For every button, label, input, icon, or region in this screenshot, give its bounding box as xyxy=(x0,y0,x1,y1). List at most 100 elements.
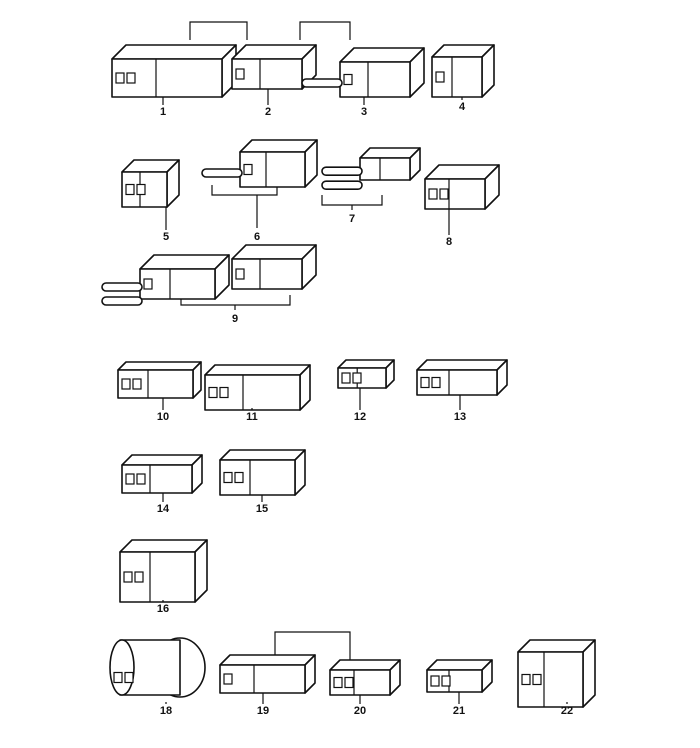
part-label-20: 20 xyxy=(354,705,366,717)
terminal-cavity xyxy=(223,471,233,484)
part-label-12: 12 xyxy=(354,411,366,423)
terminal-cavity xyxy=(219,386,229,399)
part-19: 19 xyxy=(219,654,316,717)
terminal-cavity xyxy=(136,183,146,196)
terminal-pin xyxy=(321,166,363,176)
front-face xyxy=(426,669,483,693)
part-label-10: 10 xyxy=(157,411,169,423)
terminal-pin xyxy=(101,282,143,292)
terminal-cavity xyxy=(521,673,531,686)
terminal-cavity xyxy=(115,72,125,84)
side-face xyxy=(582,639,596,708)
terminal-cavity xyxy=(123,571,133,583)
top-face xyxy=(111,44,237,60)
terminal-cavity xyxy=(235,268,245,280)
part-9: 9 xyxy=(101,254,238,325)
top-face xyxy=(329,659,401,671)
terminal-cavity xyxy=(126,72,136,84)
part-8: 8 xyxy=(424,164,500,248)
part-2: 2 xyxy=(231,44,317,118)
terminal-cavity xyxy=(121,378,131,390)
part-label-22: 22 xyxy=(561,705,573,717)
terminal-cavity xyxy=(532,673,542,686)
side-face xyxy=(194,539,208,603)
terminal-cavity xyxy=(343,73,353,86)
part-21: 21 xyxy=(426,659,493,717)
part-label-16: 16 xyxy=(157,603,169,615)
part-label-21: 21 xyxy=(453,705,465,717)
part-label-4: 4 xyxy=(459,101,466,113)
part-18: 18 xyxy=(109,637,206,717)
terminal-cavity xyxy=(134,571,144,583)
part-13: 13 xyxy=(416,359,508,423)
terminal-cavity xyxy=(441,675,451,687)
part-label-6: 6 xyxy=(254,231,260,243)
top-face xyxy=(121,454,203,466)
top-face xyxy=(517,639,596,653)
part-label-11: 11 xyxy=(246,411,258,423)
bracket-9 xyxy=(180,295,291,310)
part-label-3: 3 xyxy=(361,106,367,118)
part-16: 16 xyxy=(119,539,208,615)
terminal-cavity xyxy=(234,471,244,484)
part-label-2: 2 xyxy=(265,106,271,118)
front-face xyxy=(359,157,411,181)
bracket-6 xyxy=(211,185,278,228)
part-15: 15 xyxy=(219,449,306,515)
top-face xyxy=(219,449,306,461)
terminal-cavity xyxy=(223,673,233,685)
terminal-cavity xyxy=(352,372,362,384)
part-label-5: 5 xyxy=(163,231,169,243)
top-face xyxy=(117,361,202,371)
part-14: 14 xyxy=(121,454,203,515)
top-face xyxy=(204,364,311,376)
terminal-pin xyxy=(201,168,243,178)
terminal-cavity xyxy=(143,278,153,290)
terminal-cavity xyxy=(113,671,123,684)
part-4: 4 xyxy=(431,44,495,113)
part-label-14: 14 xyxy=(157,503,170,515)
part-1: 1 xyxy=(111,44,237,118)
front-face xyxy=(219,664,306,694)
part-label-13: 13 xyxy=(454,411,466,423)
terminal-cavity xyxy=(235,68,245,80)
terminal-pin xyxy=(321,180,363,190)
bracket-2-3 xyxy=(299,21,351,40)
terminal-cavity xyxy=(341,372,351,384)
terminal-cavity xyxy=(344,676,354,689)
terminal-cavity xyxy=(431,376,441,389)
part-11: 11 xyxy=(204,364,311,423)
bracket-19-20 xyxy=(274,631,351,660)
part-3: 3 xyxy=(301,47,425,118)
part-label-18: 18 xyxy=(160,705,172,717)
front-face xyxy=(121,464,193,494)
terminal-pin xyxy=(101,296,143,306)
part-9-cover xyxy=(231,244,317,290)
part-5: 5 xyxy=(121,159,180,243)
part-22: 22 xyxy=(517,639,596,717)
top-face xyxy=(239,139,318,153)
top-face xyxy=(416,359,508,371)
front-face xyxy=(204,374,301,411)
terminal-cavity xyxy=(333,676,343,689)
part-6: 6 xyxy=(201,139,318,243)
terminal-cavity xyxy=(243,163,253,176)
top-face xyxy=(426,659,493,671)
part-20: 20 xyxy=(329,659,401,717)
part-10: 10 xyxy=(117,361,202,423)
part-label-9: 9 xyxy=(232,313,238,325)
part-12: 12 xyxy=(337,359,395,423)
terminal-cavity xyxy=(420,376,430,389)
group-brackets xyxy=(180,21,383,660)
bracket-1-2 xyxy=(189,21,248,40)
terminal-cavity xyxy=(435,71,445,83)
terminal-cavity xyxy=(125,473,135,485)
face xyxy=(109,639,135,696)
terminal-cavity xyxy=(428,188,438,200)
terminal-cavity xyxy=(124,671,134,684)
terminal-pin xyxy=(301,78,343,88)
part-label-7: 7 xyxy=(349,213,355,225)
part-label-1: 1 xyxy=(160,106,166,118)
top-face xyxy=(219,654,316,666)
